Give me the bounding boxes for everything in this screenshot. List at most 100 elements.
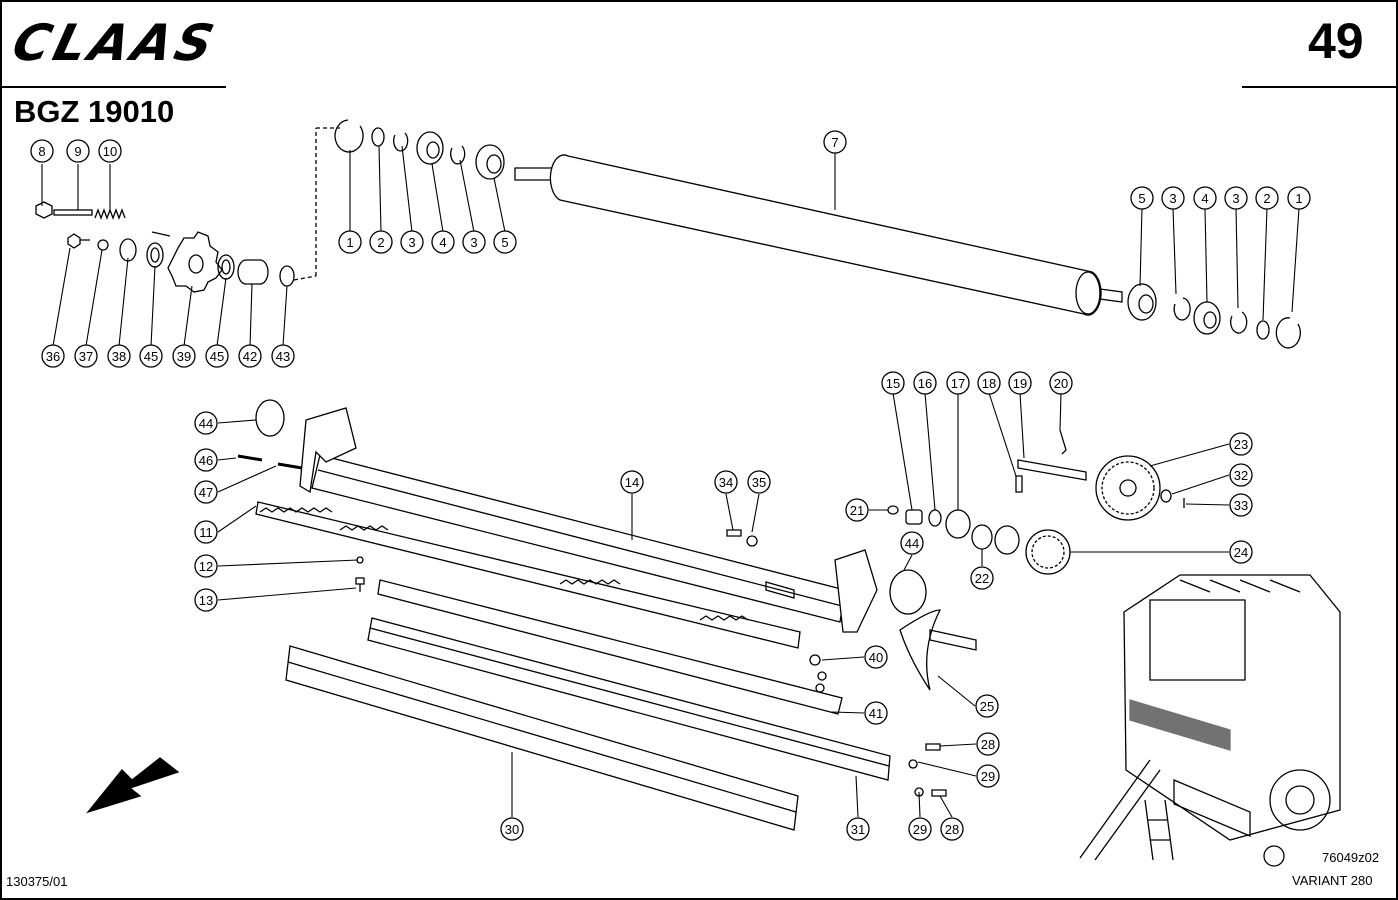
callout-label: 7 — [831, 135, 838, 150]
callout-label: 33 — [1234, 498, 1248, 513]
callout-circle — [194, 480, 218, 504]
callout-circle — [369, 230, 393, 254]
callout-circle — [976, 732, 1000, 756]
callout-13: 13 — [194, 588, 218, 612]
callout-36: 36 — [41, 344, 65, 368]
callout-circle — [823, 130, 847, 154]
callout-30: 30 — [500, 817, 524, 841]
part-bolt-18 — [1015, 475, 1023, 493]
part-bolt-28 — [908, 743, 941, 769]
callout-circle — [194, 554, 218, 578]
callout-label: 3 — [1232, 191, 1239, 206]
callout-label: 35 — [752, 475, 766, 490]
callout-11: 11 — [194, 520, 218, 544]
callout-3: 3 — [1224, 186, 1248, 210]
part-ring-21 — [887, 505, 899, 515]
leader-lines — [41, 145, 1300, 818]
part-circlip-3d — [1230, 311, 1248, 334]
callout-label: 18 — [982, 376, 996, 391]
callout-label: 5 — [1138, 191, 1145, 206]
callout-label: 36 — [46, 349, 60, 364]
part-bolt-13 — [355, 577, 365, 592]
callout-label: 8 — [38, 144, 45, 159]
part-strip-41 — [377, 579, 843, 715]
callout-circle — [946, 371, 970, 395]
callout-circle — [194, 448, 218, 472]
callout-label: 28 — [945, 822, 959, 837]
callout-12: 12 — [194, 554, 218, 578]
callout-circle — [194, 520, 218, 544]
part-bearing-4 — [416, 131, 444, 165]
callout-circle — [1255, 186, 1279, 210]
callout-label: 25 — [980, 699, 994, 714]
callout-label: 37 — [79, 349, 93, 364]
callout-circle — [98, 139, 122, 163]
callout-circle — [172, 344, 196, 368]
callout-39: 39 — [172, 344, 196, 368]
callout-38: 38 — [107, 344, 131, 368]
part-circlip-3b — [450, 145, 466, 165]
bearing-set-left — [334, 119, 505, 180]
callout-3: 3 — [462, 230, 486, 254]
callout-circle — [238, 344, 262, 368]
callout-29: 29 — [976, 764, 1000, 788]
callout-circle — [846, 817, 870, 841]
part-bushing-44b — [889, 569, 927, 615]
part-comb-11 — [255, 501, 801, 649]
callout-circle — [30, 139, 54, 163]
callout-circle — [975, 694, 999, 718]
callout-4: 4 — [1193, 186, 1217, 210]
callout-3: 3 — [400, 230, 424, 254]
callout-45: 45 — [205, 344, 229, 368]
part-screw — [67, 233, 90, 249]
callout-28: 28 — [940, 817, 964, 841]
callout-25: 25 — [975, 694, 999, 718]
callout-circle — [864, 645, 888, 669]
callout-label: 34 — [719, 475, 733, 490]
callout-label: 15 — [886, 376, 900, 391]
callout-label: 43 — [276, 349, 290, 364]
baler-drawbar — [1079, 759, 1161, 861]
callout-2: 2 — [1255, 186, 1279, 210]
part-channel-30 — [285, 645, 799, 831]
part-bushing-44 — [255, 399, 285, 437]
callout-label: 28 — [981, 737, 995, 752]
end-plate-left — [299, 407, 357, 494]
part-ring-45 — [146, 242, 164, 268]
part-pin-20 — [1059, 429, 1067, 455]
callout-31: 31 — [846, 817, 870, 841]
callout-circle — [1130, 186, 1154, 210]
callout-42: 42 — [238, 344, 262, 368]
callout-label: 39 — [177, 349, 191, 364]
callout-label: 2 — [377, 235, 384, 250]
callout-18: 18 — [977, 371, 1001, 395]
callout-16: 16 — [913, 371, 937, 395]
callout-label: 29 — [981, 769, 995, 784]
roller — [514, 154, 1123, 316]
callout-circle — [1161, 186, 1185, 210]
parts-drawing — [35, 119, 1341, 867]
callout-circle — [1224, 186, 1248, 210]
callout-circle — [970, 566, 994, 590]
callout-label: 11 — [199, 525, 213, 540]
claas-logo: CLAAS — [6, 14, 224, 72]
callout-circle — [864, 701, 888, 725]
callout-15: 15 — [881, 371, 905, 395]
callout-circle — [845, 498, 869, 522]
page-number: 49 — [1308, 13, 1364, 69]
callout-label: 2 — [1263, 191, 1270, 206]
callout-label: 3 — [408, 235, 415, 250]
callout-29: 29 — [908, 817, 932, 841]
bearing-set-right — [1127, 283, 1301, 349]
callout-circle — [271, 344, 295, 368]
part-pin-46 — [237, 454, 263, 462]
part-bearing-17 — [945, 509, 971, 539]
callout-9: 9 — [66, 139, 90, 163]
callout-label: 22 — [975, 571, 989, 586]
callout-4: 4 — [431, 230, 455, 254]
callout-label: 45 — [210, 349, 224, 364]
callout-5: 5 — [493, 230, 517, 254]
callout-5: 5 — [1130, 186, 1154, 210]
part-ring-2 — [371, 127, 385, 147]
